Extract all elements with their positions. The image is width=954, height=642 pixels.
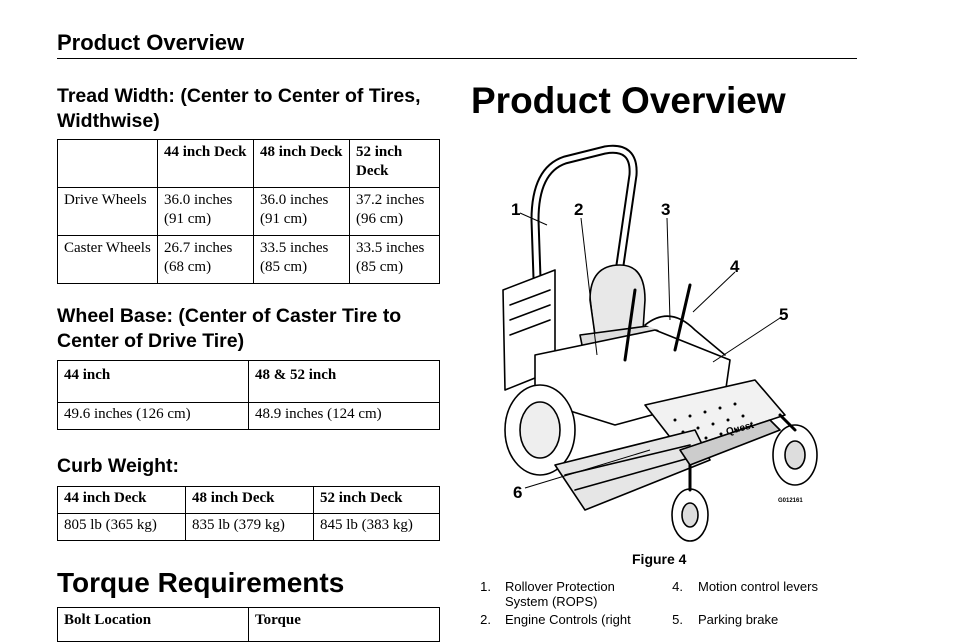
callout-4: 4 bbox=[730, 257, 740, 276]
table-cell: 37.2 inches (96 cm) bbox=[349, 187, 440, 236]
callout-2: 2 bbox=[574, 200, 584, 219]
table-header-row: 44 inch 48 & 52 inch bbox=[57, 360, 440, 403]
table-cell: Caster Wheels bbox=[57, 235, 158, 284]
page-header-title: Product Overview bbox=[57, 30, 245, 55]
tread-width-heading: Tread Width: (Center to Center of Tires,… bbox=[57, 85, 421, 132]
table-cell: 835 lb (379 kg) bbox=[185, 513, 314, 541]
table-header-cell: 48 inch Deck bbox=[253, 139, 350, 188]
callout-6: 6 bbox=[513, 483, 523, 502]
table-cell: 36.0 inches (91 cm) bbox=[157, 187, 254, 236]
table-header-row: Bolt Location Torque bbox=[57, 607, 440, 642]
table-header-cell: 48 inch Deck bbox=[185, 486, 314, 514]
table-cell: Drive Wheels bbox=[57, 187, 158, 236]
table-cell: 33.5 inches (85 cm) bbox=[349, 235, 440, 284]
legend-number: 2. bbox=[480, 612, 491, 627]
table-cell: 49.6 inches (126 cm) bbox=[57, 402, 249, 430]
table-row: Caster Wheels 26.7 inches (68 cm) 33.5 i… bbox=[57, 235, 440, 284]
figure-id: G012161 bbox=[778, 498, 803, 504]
legend-number: 4. bbox=[672, 579, 683, 594]
table-header-cell bbox=[57, 139, 158, 188]
table-header-cell: Torque bbox=[248, 607, 440, 642]
table-header-cell: 44 inch Deck bbox=[157, 139, 254, 188]
product-overview-title: Product Overview bbox=[471, 80, 786, 121]
table-cell: 36.0 inches (91 cm) bbox=[253, 187, 350, 236]
table-cell: 805 lb (365 kg) bbox=[57, 513, 186, 541]
table-header-row: 44 inch Deck 48 inch Deck 52 inch Deck bbox=[57, 139, 440, 188]
mower-illustration: Quest G012161 bbox=[502, 144, 818, 542]
table-header-row: 44 inch Deck 48 inch Deck 52 inch Deck bbox=[57, 486, 440, 514]
callout-5: 5 bbox=[779, 305, 789, 324]
table-header-cell: 44 inch bbox=[57, 360, 249, 403]
curb-weight-heading: Curb Weight: bbox=[57, 455, 180, 477]
table-header-cell: 52 inch Deck bbox=[349, 139, 440, 188]
callout-3: 3 bbox=[661, 200, 671, 219]
table-cell: 845 lb (383 kg) bbox=[313, 513, 440, 541]
header-rule bbox=[57, 58, 857, 59]
table-cell: 26.7 inches (68 cm) bbox=[157, 235, 254, 284]
table-header-cell: 48 & 52 inch bbox=[248, 360, 440, 403]
wheel-base-table: 44 inch 48 & 52 inch 49.6 inches (126 cm… bbox=[57, 360, 440, 430]
table-cell: 33.5 inches (85 cm) bbox=[253, 235, 350, 284]
callout-1: 1 bbox=[511, 200, 521, 219]
legend-number: 5. bbox=[672, 612, 683, 627]
torque-table: Bolt Location Torque bbox=[57, 607, 440, 642]
table-header-cell: Bolt Location bbox=[57, 607, 249, 642]
legend-text: Engine Controls (right bbox=[505, 612, 631, 627]
torque-requirements-heading: Torque Requirements bbox=[57, 567, 345, 598]
table-cell: 48.9 inches (124 cm) bbox=[248, 402, 440, 430]
table-header-cell: 52 inch Deck bbox=[313, 486, 440, 514]
legend-text: Rollover Protection System (ROPS) bbox=[505, 579, 615, 609]
legend-number: 1. bbox=[480, 579, 491, 594]
table-header-cell: 44 inch Deck bbox=[57, 486, 186, 514]
table-row: 805 lb (365 kg) 835 lb (379 kg) 845 lb (… bbox=[57, 513, 440, 541]
figure-caption: Figure 4 bbox=[632, 551, 687, 567]
wheel-base-heading: Wheel Base: (Center of Caster Tire to Ce… bbox=[57, 305, 402, 352]
table-row: Drive Wheels 36.0 inches (91 cm) 36.0 in… bbox=[57, 187, 440, 236]
legend-text: Parking brake bbox=[698, 612, 779, 627]
tread-width-table: 44 inch Deck 48 inch Deck 52 inch Deck D… bbox=[57, 139, 440, 284]
curb-weight-table: 44 inch Deck 48 inch Deck 52 inch Deck 8… bbox=[57, 486, 440, 541]
legend-text: Motion control levers bbox=[698, 579, 818, 594]
table-row: 49.6 inches (126 cm) 48.9 inches (124 cm… bbox=[57, 402, 440, 430]
